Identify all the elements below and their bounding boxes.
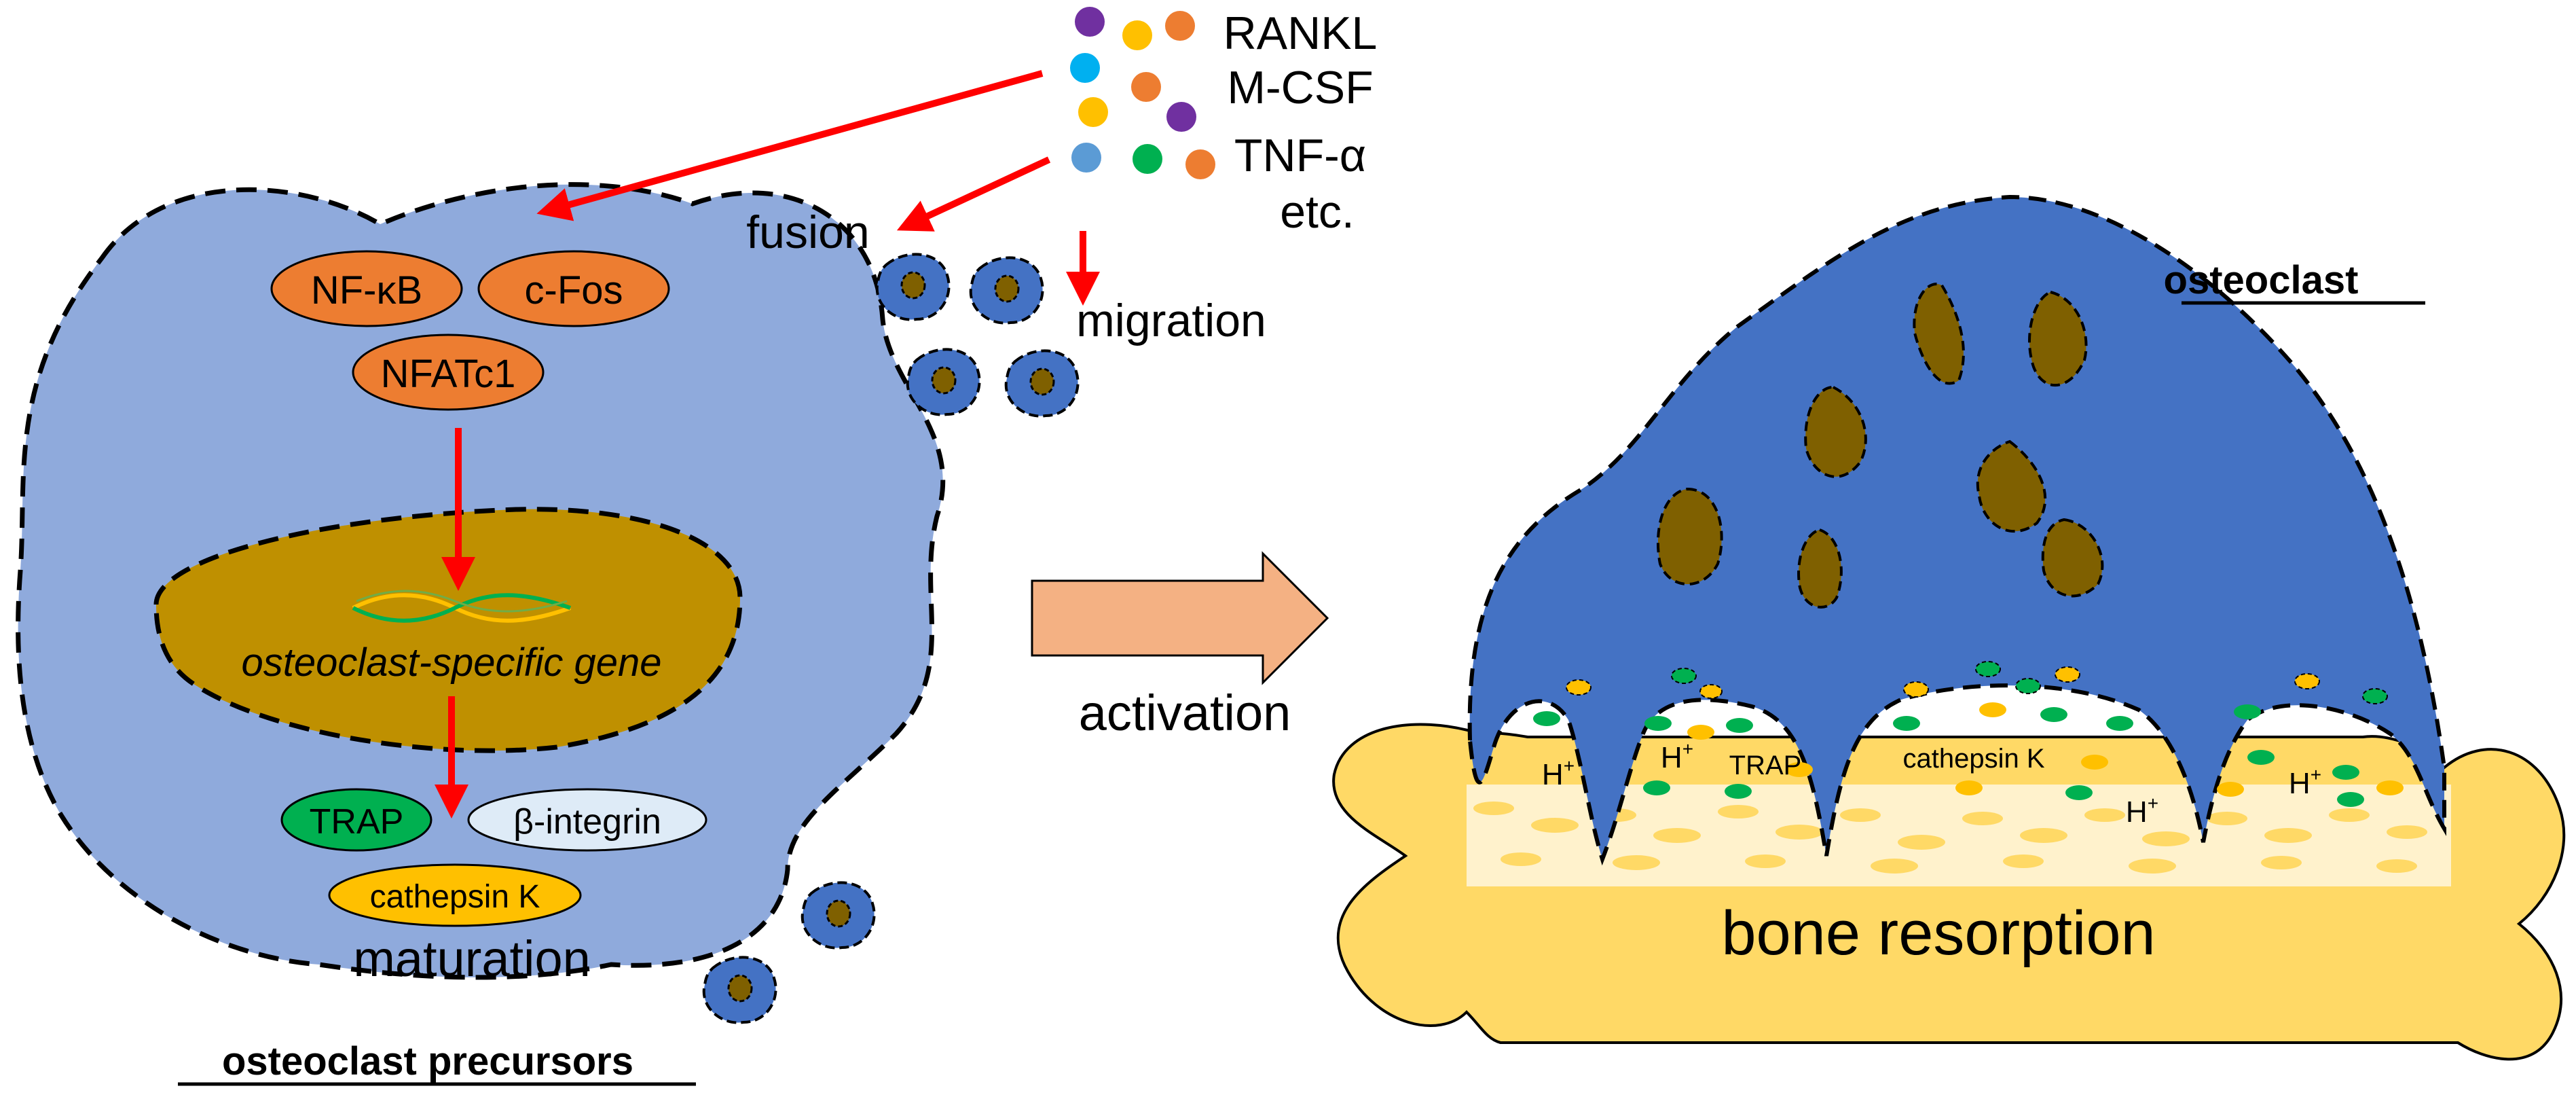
membrane-vesicles (1566, 661, 2388, 704)
fusion-label: fusion (746, 206, 869, 258)
proton-label: H+ (1661, 738, 1693, 774)
small-precursor-cell (702, 956, 777, 1024)
activation-label: activation (1079, 685, 1291, 741)
cathepsin-release-label: cathepsin K (1902, 744, 2044, 774)
migration-label: migration (1076, 295, 1266, 346)
trap-label: TRAP (310, 802, 404, 842)
bone-resorption-label: bone resorption (1721, 899, 2155, 968)
small-precursor-cell (1004, 349, 1080, 418)
secreted-enzymes (1533, 702, 2404, 807)
nfatc1-label: NFATc1 (381, 352, 516, 396)
dna-helix-icon (352, 590, 572, 623)
integrin-label: β-integrin (513, 802, 661, 842)
nfatc1-node (352, 334, 545, 411)
factor-to-cell-arrow (536, 70, 1044, 221)
cfos-node (477, 250, 670, 327)
fusion-arrow (896, 156, 1051, 232)
small-precursor-cell (801, 881, 876, 950)
factor-rankl: RANKL (1223, 7, 1378, 59)
resorption-pits (1473, 802, 2427, 874)
factor-etc: etc. (1280, 186, 1355, 238)
proton-label: H+ (1542, 755, 1575, 791)
proton-label: H+ (2126, 793, 2158, 829)
maturation-label: maturation (353, 931, 591, 987)
bone (1332, 723, 2566, 1061)
trap-release-label: TRAP (1729, 751, 1802, 780)
small-precursor-cell (969, 256, 1044, 325)
cathepsin-label: cathepsin K (370, 879, 540, 915)
factor-tnfa: TNF-α (1234, 130, 1366, 181)
activation-arrow (1031, 551, 1329, 685)
small-precursor-cell (875, 253, 951, 321)
precursor-nucleus (153, 507, 743, 753)
integrin-node (467, 788, 707, 852)
factor-mcsf: M-CSF (1227, 62, 1373, 113)
osteoclast-title: osteoclast (2164, 258, 2359, 302)
precursors-title: osteoclast precursors (222, 1039, 633, 1083)
small-precursor-cell (906, 348, 981, 416)
trap-node (280, 788, 433, 852)
proton-label: H+ (2289, 764, 2321, 800)
cytokine-dots (1070, 7, 1215, 179)
nfkb-label: NF-κB (311, 268, 422, 312)
cfos-label: c-Fos (525, 268, 623, 312)
gene-label: osteoclast-specific gene (242, 641, 662, 685)
nfkb-node (270, 250, 463, 327)
osteoclast-nuclei (1657, 283, 2104, 609)
cathepsin-node (328, 863, 582, 927)
